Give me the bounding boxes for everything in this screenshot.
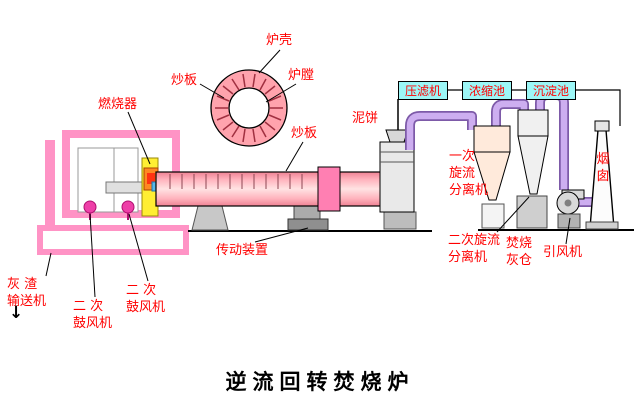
thickening-tank-box: 浓缩池 [462, 81, 512, 100]
blower-fan-left [83, 200, 97, 214]
filter-press-label: 压滤机 [404, 84, 441, 98]
ash-conveyor-channel [37, 225, 189, 255]
furnace-shell-label: 炉壳 [266, 33, 293, 48]
stir-plate-kiln-label: 炒板 [291, 126, 318, 141]
induced-fan-label: 引风机 [543, 245, 583, 260]
chamber-bore [228, 87, 270, 129]
rotary-kiln [155, 166, 399, 212]
internal-stir-plates [169, 174, 303, 189]
riding-ring [317, 166, 341, 212]
blower-label-b: 二 次 鼓风机 [126, 283, 166, 315]
feed-hopper [385, 129, 409, 143]
hopper-support [383, 211, 417, 230]
sedimentation-tank-box: 沉淀池 [526, 81, 576, 100]
drive-base [287, 218, 329, 231]
mud-cake-label: 泥饼 [352, 111, 379, 126]
thickening-tank-label: 浓缩池 [468, 84, 505, 98]
burner-label: 燃烧器 [98, 97, 138, 112]
ash-output-arrow: ↓ [9, 303, 24, 323]
secondary-cyclone-separator [516, 109, 549, 229]
drive-gearbox [293, 205, 321, 220]
filter-press-box: 压滤机 [398, 81, 448, 100]
diagram-title: 逆流回转焚烧炉 [225, 369, 415, 394]
kiln-cross-section [210, 69, 288, 147]
drive-unit-label: 传动装置 [216, 243, 269, 258]
secondary-cyclone-label: 二次旋流 分离机 [448, 233, 501, 265]
chimney-label: 烟 囱 [596, 152, 610, 184]
kiln-support [191, 205, 229, 231]
feed-hopper-housing [379, 129, 415, 213]
blower-label-a: 二 次 鼓风机 [73, 299, 113, 331]
stir-plate-fins [215, 73, 283, 143]
blower-fan-right [121, 200, 135, 214]
chimney-stack [585, 120, 619, 230]
ash-conveyor-label: 灰 渣 输送机 [7, 277, 47, 309]
induced-draft-fan-unit [556, 189, 585, 229]
ash-bin-label: 焚烧 灰仓 [506, 236, 533, 268]
leader-lines [45, 49, 571, 298]
sedimentation-tank-label: 沉淀池 [532, 84, 569, 98]
kiln-shell [155, 171, 399, 207]
kiln-supports-and-drive [191, 205, 417, 231]
furnace-chamber-label: 炉膛 [288, 68, 315, 83]
ash-silo [516, 195, 548, 229]
primary-cyclone-separator [473, 125, 511, 229]
stir-plate-section-label: 炒板 [171, 73, 198, 88]
primary-cyclone-label: 一次 旋流 分离机 [449, 149, 489, 198]
